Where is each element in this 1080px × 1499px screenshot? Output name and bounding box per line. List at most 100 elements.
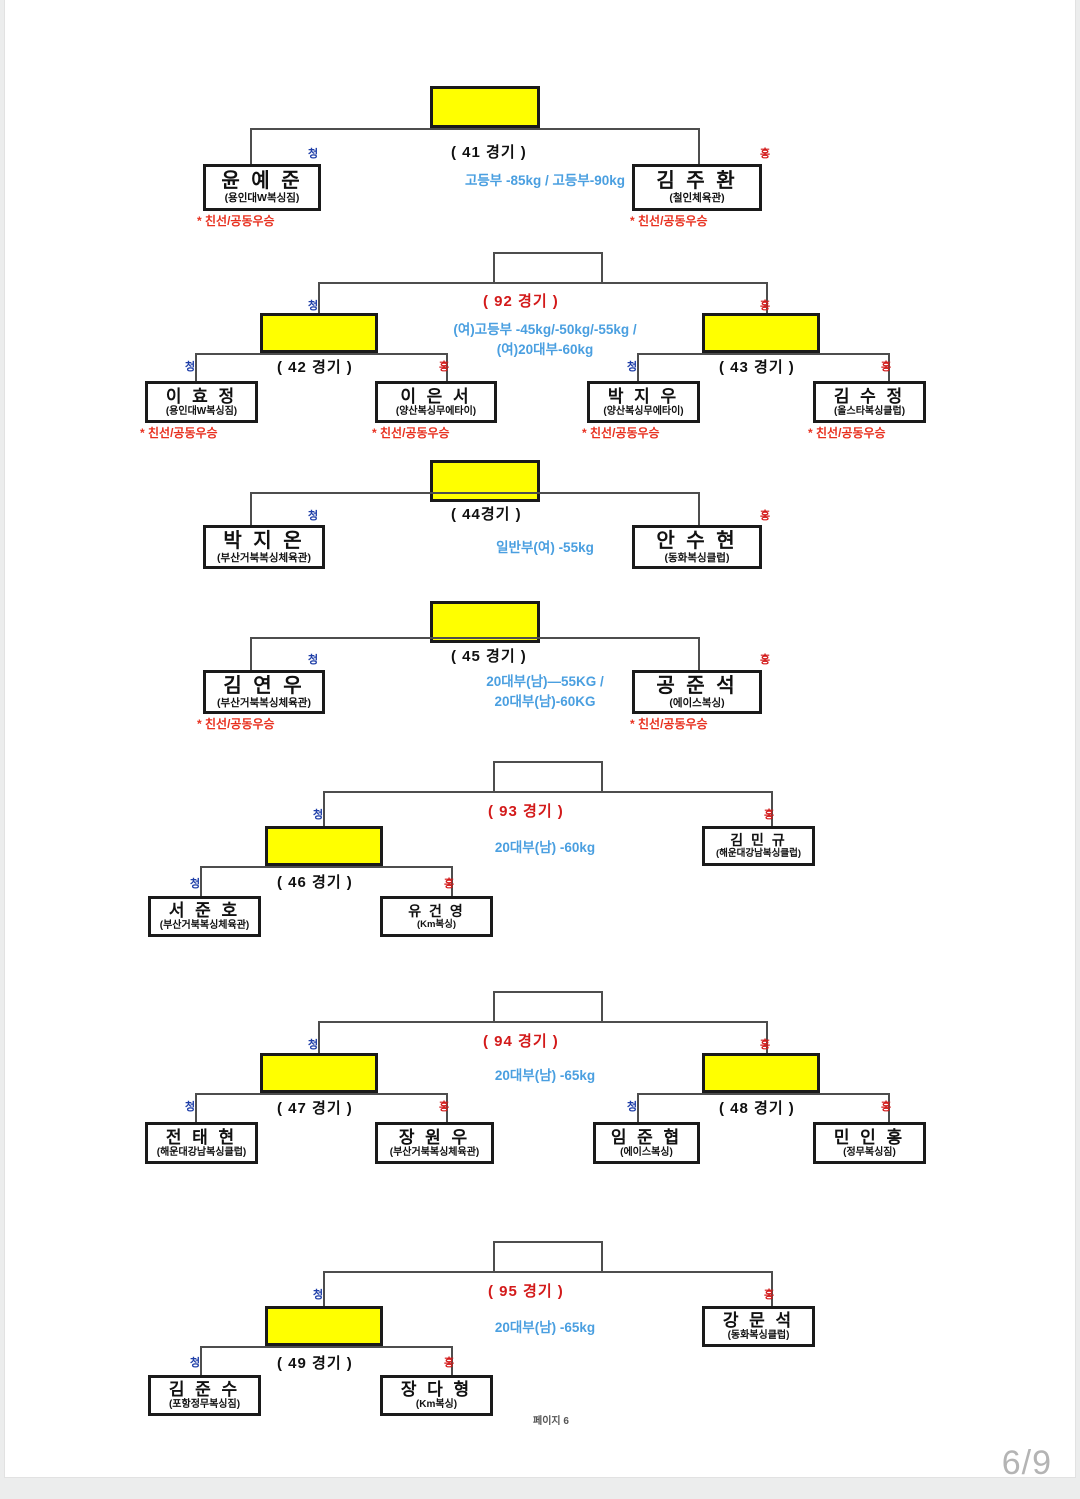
corner-label-blue-48: 청	[627, 1101, 638, 1113]
award-note-41-red: * 친선/공동우승	[630, 214, 708, 228]
corner-label-red-95: 홍	[764, 1289, 775, 1301]
corner-label-red-44: 홍	[760, 510, 771, 522]
match-number-44: ( 44경기 )	[451, 506, 522, 523]
winner-box-42	[260, 313, 378, 353]
player-box-42-red[interactable]: 이 은 서 (양산복싱무에타이)	[375, 381, 497, 423]
connector-right-47	[446, 1093, 448, 1122]
weight-class-45: 20대부(남)—55KG / 20대부(남)-60KG	[410, 672, 680, 713]
player-box-41-red[interactable]: 김 주 환 (철인체육관)	[632, 164, 762, 211]
corner-label-red-93: 홍	[764, 809, 775, 821]
connector-horizontal-46	[200, 866, 453, 868]
match-number-41: ( 41 경기 )	[451, 144, 527, 161]
corner-label-blue-94: 청	[308, 1039, 319, 1051]
champion-stem-right-92	[601, 252, 603, 282]
connector-horizontal-47	[195, 1093, 448, 1095]
winner-box-44	[430, 460, 540, 502]
player-name: 장 원 우	[398, 1127, 471, 1147]
player-name: 김 주 환	[656, 170, 738, 193]
corner-label-blue-42: 청	[185, 361, 196, 373]
player-name: 장 다 형	[400, 1380, 473, 1399]
connector-horizontal-95	[323, 1271, 773, 1273]
weight-class-94: 20대부(남) -65kg	[494, 1068, 596, 1083]
weight-class-41: 고등부 -85kg / 고등부-90kg	[464, 173, 626, 188]
corner-label-red-49: 홍	[444, 1357, 455, 1369]
player-name: 이 효 정	[165, 386, 238, 406]
winner-box-46	[265, 826, 383, 866]
weight-class-93: 20대부(남) -60kg	[494, 840, 596, 855]
connector-left-42	[195, 353, 197, 381]
player-box-49-red[interactable]: 장 다 형 (Km복싱)	[380, 1375, 493, 1416]
player-box-48-red[interactable]: 민 인 홍 (정무복싱짐)	[813, 1122, 926, 1164]
player-name: 공 준 석	[656, 674, 738, 697]
champion-stem-left-93	[493, 761, 495, 791]
connector-left-94	[318, 1021, 320, 1055]
player-box-45-red[interactable]: 공 준 석 (에이스복싱)	[632, 670, 762, 714]
player-box-41-blue[interactable]: 윤 예 준 (용인대W복싱짐)	[203, 164, 321, 211]
player-name: 유 건 영	[408, 902, 465, 919]
corner-label-red-41: 홍	[760, 148, 771, 160]
player-box-44-blue[interactable]: 박 지 온 (부산거북복싱체육관)	[203, 525, 325, 569]
player-box-49-blue[interactable]: 김 준 수 (포항정무복싱짐)	[148, 1375, 261, 1416]
connector-horizontal-43	[637, 353, 890, 355]
award-note-42-red: * 친선/공동우승	[372, 426, 450, 440]
player-gym: (양산복싱무에타이)	[395, 405, 477, 417]
corner-label-blue-43: 청	[627, 361, 638, 373]
match-number-93: ( 93 경기 )	[488, 803, 564, 820]
weight-class-92: (여)고등부 -45kg/-50kg/-55kg / (여)20대부-60kg	[410, 320, 680, 361]
award-note-45-blue: * 친선/공동우승	[197, 717, 275, 731]
corner-label-red-45: 홍	[760, 654, 771, 666]
player-gym: (Km복싱)	[416, 918, 457, 930]
weight-line-1: 20대부(남)—55KG /	[486, 674, 604, 689]
player-gym: (철인체육관)	[669, 192, 725, 205]
champion-stem-left-92	[493, 252, 495, 282]
player-gym: (부산거북복싱체육관)	[217, 551, 311, 564]
corner-label-red-46: 홍	[444, 878, 455, 890]
award-note-43-blue: * 친선/공동우승	[582, 426, 660, 440]
player-name: 윤 예 준	[221, 170, 303, 193]
player-box-95-bye[interactable]: 강 문 석 (동화복싱클럽)	[702, 1306, 815, 1347]
champion-stem-right-93	[601, 761, 603, 791]
player-box-46-red[interactable]: 유 건 영 (Km복싱)	[380, 896, 493, 937]
player-box-44-red[interactable]: 안 수 현 (동화복싱클럽)	[632, 525, 762, 569]
player-box-43-red[interactable]: 김 수 정 (올스타복싱클럽)	[813, 381, 926, 423]
player-gym: (포항정무복싱짐)	[168, 1399, 241, 1410]
player-gym: (에이스복싱)	[669, 696, 725, 709]
weight-line-2: 20대부(남)-60KG	[494, 694, 596, 710]
connector-right-44	[698, 492, 700, 525]
player-box-42-blue[interactable]: 이 효 정 (용인대W복싱짐)	[145, 381, 258, 423]
player-box-46-blue[interactable]: 서 준 호 (부산거북복싱체육관)	[148, 896, 261, 937]
match-number-48: ( 48 경기 )	[719, 1100, 795, 1117]
champion-stem-top-95	[493, 1241, 603, 1243]
player-box-48-blue[interactable]: 임 준 협 (에이스복싱)	[593, 1122, 700, 1164]
award-note-42-blue: * 친선/공동우승	[140, 426, 218, 440]
player-gym: (올스타복싱클럽)	[833, 405, 906, 417]
corner-label-blue-93: 청	[313, 809, 324, 821]
corner-label-blue-46: 청	[190, 878, 201, 890]
connector-left-41	[250, 128, 252, 164]
connector-left-48	[637, 1093, 639, 1122]
document-page: 청 홍 ( 41 경기 ) 고등부 -85kg / 고등부-90kg 윤 예 준…	[5, 0, 1075, 1477]
connector-right-42	[446, 353, 448, 381]
champion-stem-left-95	[493, 1241, 495, 1271]
player-gym: (동화복싱클럽)	[664, 551, 730, 564]
player-box-47-red[interactable]: 장 원 우 (부산거북복싱체육관)	[375, 1122, 494, 1164]
connector-horizontal-92	[318, 282, 768, 284]
player-box-47-blue[interactable]: 전 태 현 (해운대강남복싱클럽)	[145, 1122, 258, 1164]
champion-stem-top-92	[493, 252, 603, 254]
match-number-49: ( 49 경기 )	[277, 1355, 353, 1372]
winner-box-48	[702, 1053, 820, 1093]
match-number-94: ( 94 경기 )	[483, 1033, 559, 1050]
corner-label-blue-92: 청	[308, 300, 319, 312]
connector-left-95	[323, 1271, 325, 1306]
corner-label-blue-41: 청	[308, 148, 319, 160]
winner-box-43	[702, 313, 820, 353]
weight-class-44: 일반부(여) -55kg	[496, 540, 594, 555]
player-gym: (동화복싱클럽)	[727, 1330, 790, 1341]
player-gym: (부산거북복싱체육관)	[389, 1146, 480, 1158]
player-box-43-blue[interactable]: 박 지 우 (양산복싱무에타이)	[587, 381, 700, 423]
player-box-45-blue[interactable]: 김 연 우 (부산거북복싱체육관)	[203, 670, 325, 714]
player-name: 박 지 우	[607, 386, 680, 406]
weight-line-1: (여)고등부 -45kg/-50kg/-55kg /	[453, 322, 637, 337]
player-box-93-bye[interactable]: 김 민 규 (해운대강남복싱클럽)	[702, 826, 815, 866]
connector-horizontal-49	[200, 1346, 453, 1348]
